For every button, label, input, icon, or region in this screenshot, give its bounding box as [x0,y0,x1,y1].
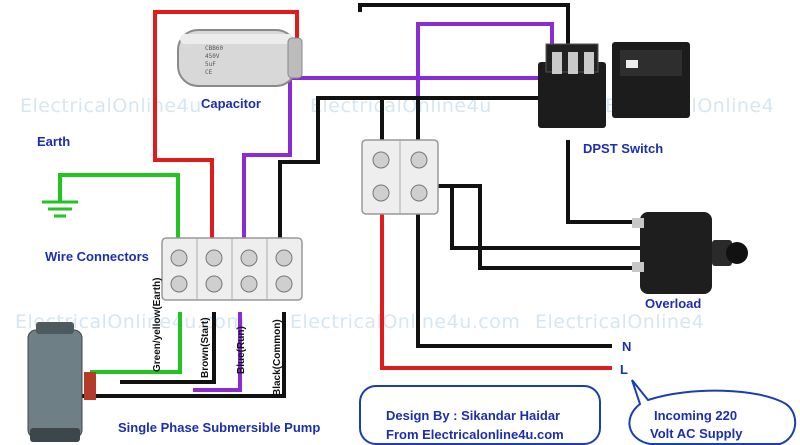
capacitor-print: 450V [205,53,220,60]
overload-label: Overload [645,296,701,311]
supply-callout: Incoming 220 Volt AC Supply [628,379,796,445]
watermark: ElectricalOnline4u [20,95,202,117]
supply-line-1: Incoming 220 [654,408,737,423]
capacitor-print: CE [205,69,213,76]
submersible-pump [27,322,96,442]
pump-label: Single Phase Submersible Pump [118,420,320,435]
live-label: L [620,362,628,377]
run-wire-label: Blue(Run) [236,326,247,374]
capacitor-print: CBB60 [205,45,223,52]
earth-wire-label: Green/yellow(Earth) [152,278,163,372]
watermark: ElectricalOnline4u.com [290,311,520,333]
center-terminal-block [361,139,439,215]
capacitor-label: Capacitor [201,96,261,111]
wire-connectors [161,237,303,301]
dpst-switch-label: DPST Switch [583,141,663,156]
dpst-switch [538,42,690,128]
credit-box: Design By : Sikandar Haidar From Electri… [359,385,601,445]
overload-breaker [632,212,748,294]
earth-label: Earth [37,134,70,149]
red-wire [153,10,612,370]
earth-symbol [42,200,78,218]
wire-connectors-label: Wire Connectors [45,249,149,264]
supply-line-2: Volt AC Supply [650,426,743,441]
credit-line-2: From Electricalonline4u.com [386,427,564,442]
start-wire-label: Brown(Start) [200,317,211,378]
capacitor: CBB60 450V 5uF CE [177,29,303,87]
neutral-label: N [622,339,631,354]
capacitor-print: 5uF [205,61,216,68]
green-wire [58,173,182,374]
credit-line-1: Design By : Sikandar Haidar [386,408,560,423]
common-wire-label: Black(Common) [272,319,283,396]
watermark: ElectricalOnline4 [535,311,704,333]
watermark: ElectricalOnline4u [310,95,492,117]
black-wire [80,3,640,398]
